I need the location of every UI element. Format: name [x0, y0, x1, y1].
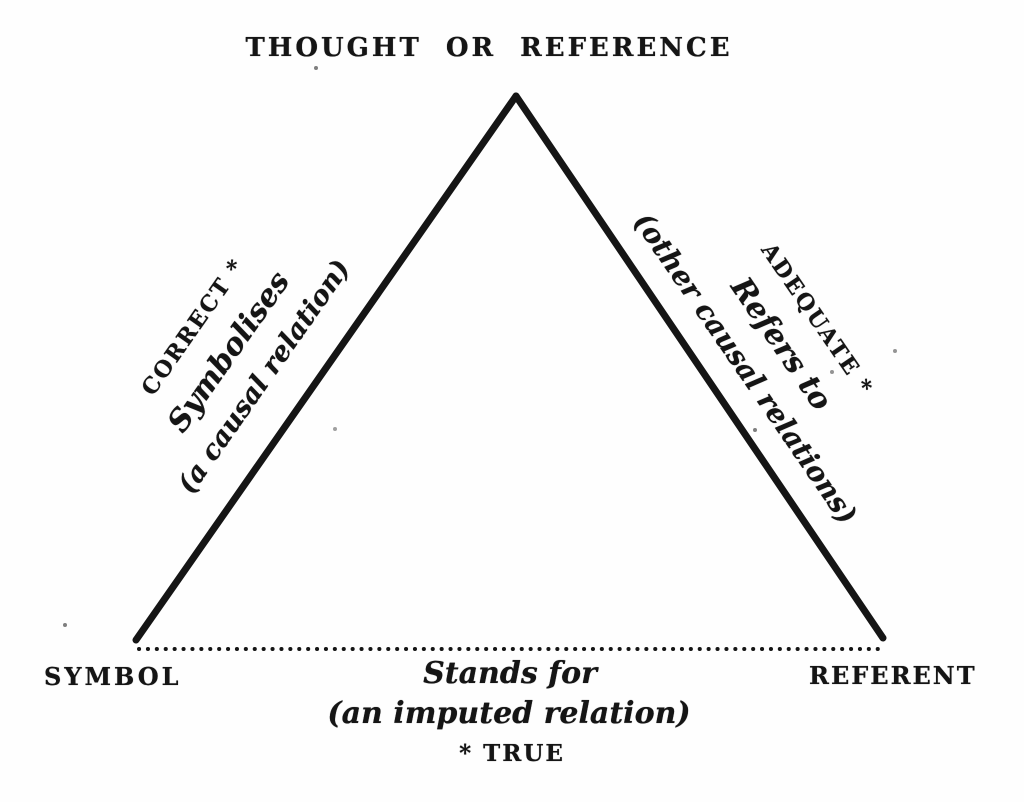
referent-vertex-label: REFERENT [809, 661, 977, 690]
base-qualifier-label: (an imputed relation) [327, 696, 691, 731]
scan-speck [893, 349, 897, 353]
true-footnote-label: * TRUE [459, 740, 565, 767]
scan-speck [63, 623, 67, 627]
symbol-vertex-label: SYMBOL [44, 662, 182, 691]
scan-speck [314, 66, 318, 70]
scan-speck [753, 428, 757, 432]
apex-label-thought-or-reference: THOUGHT OR REFERENCE [245, 33, 733, 63]
base-relation-label: Stands for [423, 656, 597, 691]
scan-speck [830, 370, 834, 374]
scan-speck [333, 427, 337, 431]
triangle-right-edge [512, 92, 887, 642]
triangle-left-edge [132, 92, 520, 644]
